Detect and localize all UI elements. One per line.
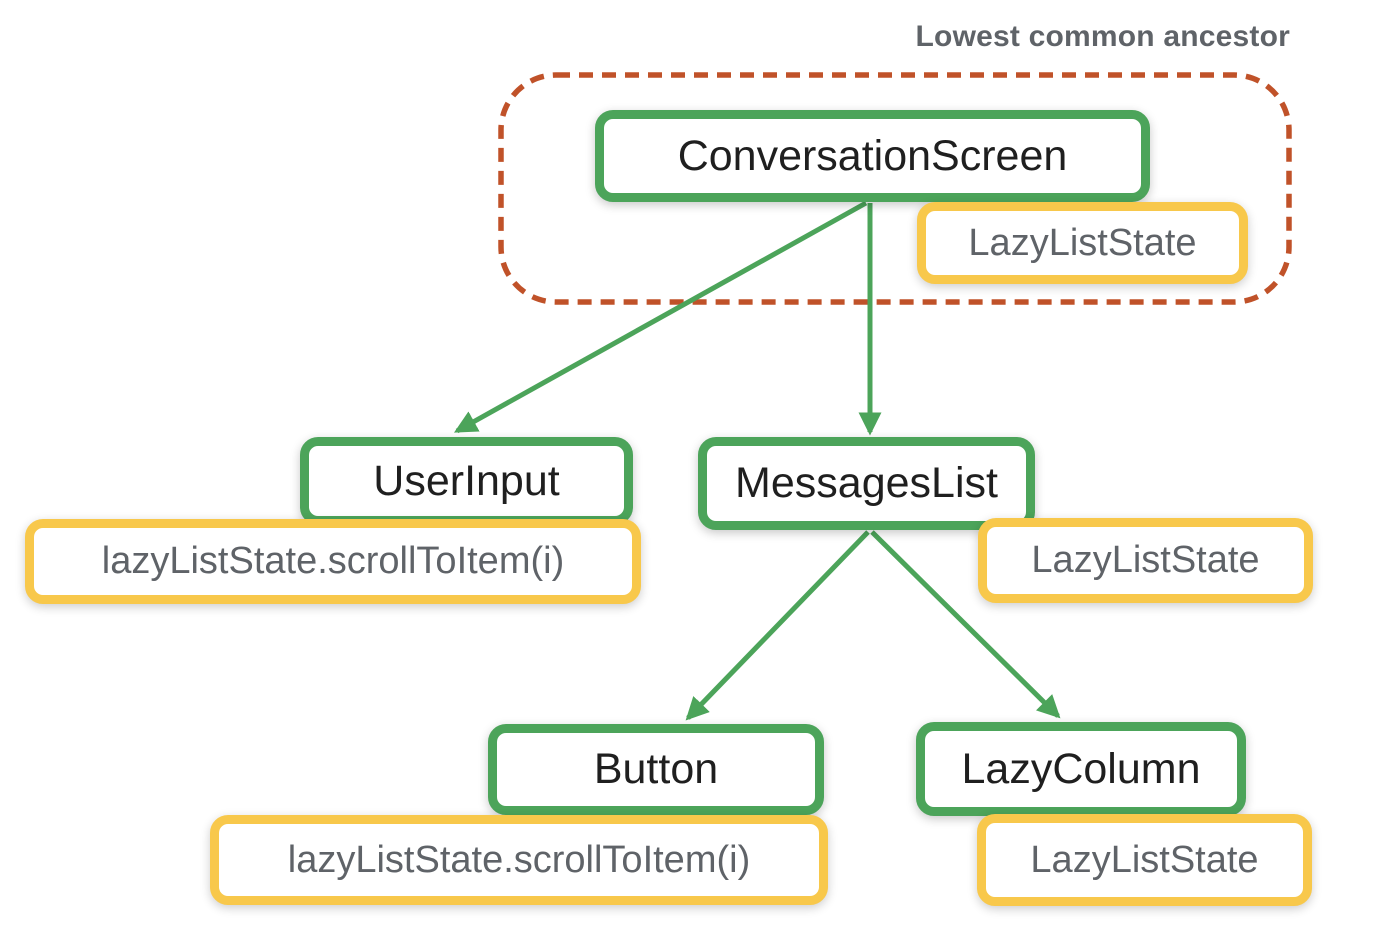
- state-lazycolumn-lazyliststate: LazyListState: [977, 814, 1312, 906]
- node-button: Button: [488, 724, 824, 815]
- edge-messageslist-button: [685, 530, 870, 721]
- edge-messageslist-lazycolumn: [870, 530, 1061, 719]
- node-lazycolumn: LazyColumn: [916, 722, 1246, 816]
- edge-conversationscreen-userinput: [453, 200, 868, 434]
- node-conversationscreen: ConversationScreen: [595, 110, 1150, 202]
- state-conversationscreen-lazyliststate: LazyListState: [917, 202, 1248, 284]
- call-button-scrolltoitem: lazyListState.scrollToItem(i): [210, 815, 828, 905]
- diagram-title: Lowest common ancestor: [915, 20, 1290, 53]
- node-userinput: UserInput: [300, 437, 633, 525]
- call-userinput-scrolltoitem: lazyListState.scrollToItem(i): [25, 519, 641, 604]
- state-messageslist-lazyliststate: LazyListState: [978, 518, 1313, 603]
- node-messageslist: MessagesList: [698, 437, 1035, 530]
